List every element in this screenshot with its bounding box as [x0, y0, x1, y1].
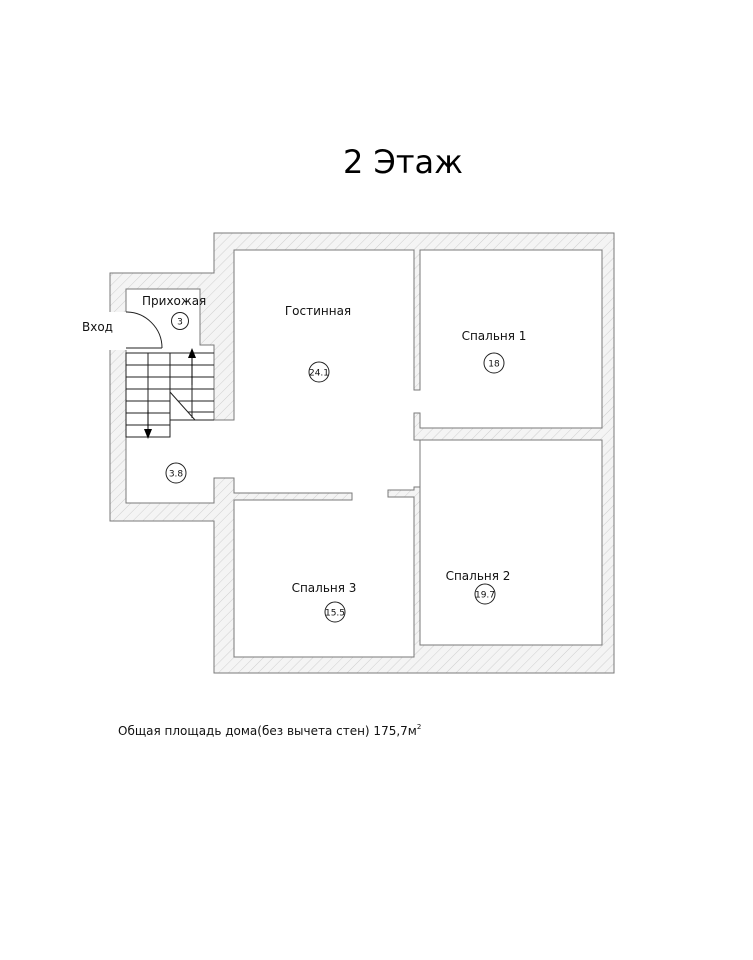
bedroom2-name: Спальня 2	[446, 569, 511, 583]
bedroom2-area: 19.7	[475, 591, 495, 601]
hallway-name: Прихожая	[142, 294, 206, 308]
bedroom1-area: 18	[488, 360, 500, 370]
area-marker-icon	[324, 601, 346, 623]
area-marker-icon	[308, 361, 330, 383]
bedroom3-area: 15.5	[325, 609, 345, 619]
entrance-label: Вход	[82, 320, 113, 334]
area-marker-icon	[165, 462, 187, 484]
area-marker-icon	[483, 352, 505, 374]
area-marker-icon	[171, 312, 189, 330]
stair-down-arrow-head	[144, 429, 152, 439]
entrance-opening	[104, 312, 128, 350]
total-area-text: Общая площадь дома(без вычета стен) 175,…	[118, 723, 421, 738]
total-area-sup: 2	[417, 723, 421, 731]
walls	[109, 232, 615, 674]
door-swing-icon	[125, 311, 163, 349]
total-area-main: Общая площадь дома(без вычета стен) 175,…	[118, 724, 417, 738]
staircase-icon	[125, 352, 214, 438]
plan-title: 2 Этаж	[343, 143, 463, 181]
stair-hall-area: 3.8	[169, 470, 184, 480]
living-room-name: Гостинная	[285, 304, 351, 318]
bedroom1-name: Спальня 1	[462, 329, 527, 343]
bedroom3-name: Спальня 3	[292, 581, 357, 595]
living-room-area: 24.1	[309, 369, 329, 379]
area-marker-icon	[474, 583, 496, 605]
stair-up-arrow-head	[188, 348, 196, 358]
hallway-area: 3	[177, 318, 183, 328]
